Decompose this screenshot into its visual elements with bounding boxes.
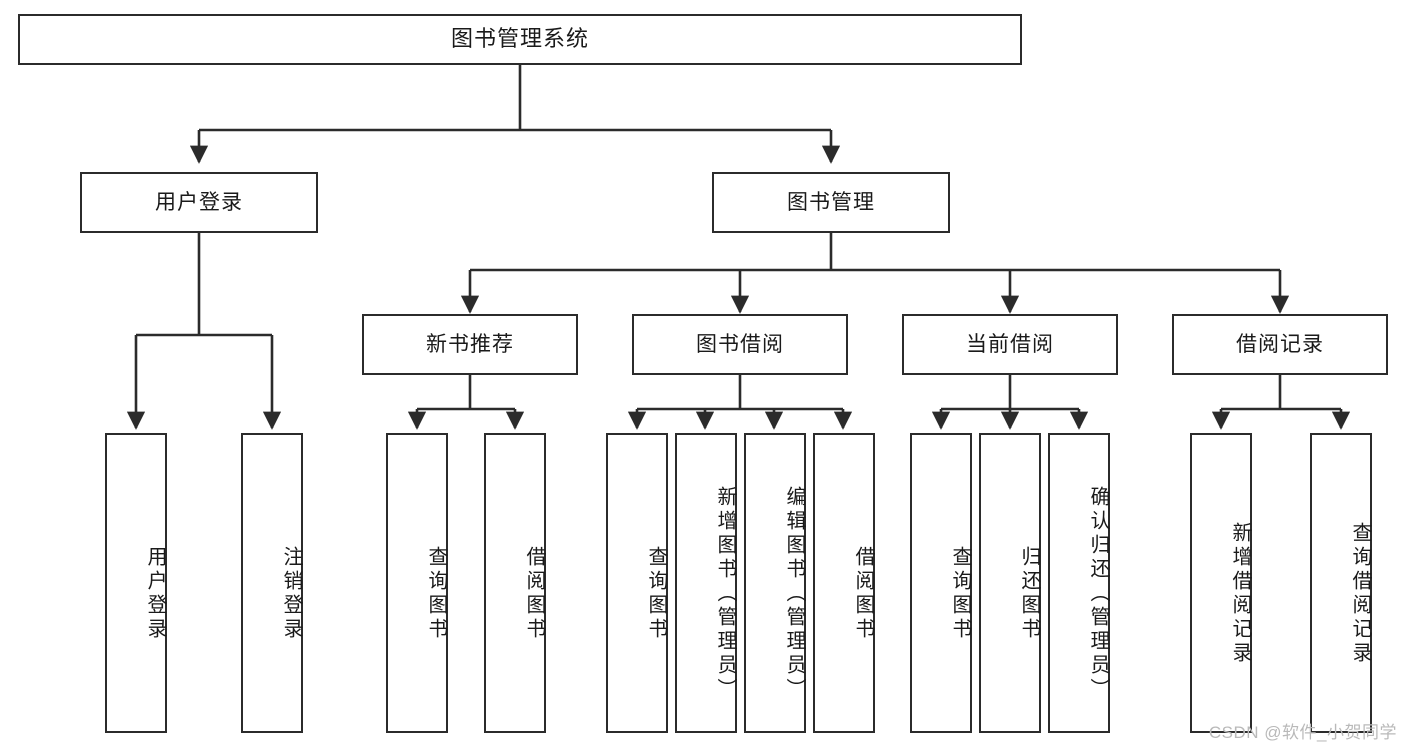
- leaf-borrow-add-book-admin[interactable]: 新增图书（管理员）: [675, 433, 737, 733]
- node-label: 新书推荐: [426, 332, 514, 356]
- node-label: 图书管理系统: [450, 26, 589, 52]
- node-user-login[interactable]: 用户登录: [80, 172, 318, 233]
- leaf-current-confirm-return-admin[interactable]: 确认归还（管理员）: [1048, 433, 1110, 733]
- leaf-recommend-borrow-book[interactable]: 借阅图书: [484, 433, 546, 733]
- node-label: 新增图书（管理员）: [714, 486, 736, 702]
- node-label: 借阅图书: [852, 546, 874, 642]
- leaf-current-query-book[interactable]: 查询图书: [910, 433, 972, 733]
- node-borrow-record[interactable]: 借阅记录: [1172, 314, 1388, 375]
- leaf-user-login-signout[interactable]: 注销登录: [241, 433, 303, 733]
- node-label: 用户登录: [144, 546, 166, 642]
- node-label: 确认归还（管理员）: [1087, 486, 1109, 702]
- leaf-record-query-record[interactable]: 查询借阅记录: [1310, 433, 1372, 733]
- node-label: 新增借阅记录: [1229, 522, 1251, 666]
- node-label: 借阅图书: [523, 546, 545, 642]
- leaf-borrow-borrow-book[interactable]: 借阅图书: [813, 433, 875, 733]
- leaf-recommend-query-book[interactable]: 查询图书: [386, 433, 448, 733]
- node-label: 查询借阅记录: [1349, 522, 1371, 666]
- node-label: 借阅记录: [1236, 332, 1324, 356]
- node-book-borrow[interactable]: 图书借阅: [632, 314, 848, 375]
- leaf-user-login-signin[interactable]: 用户登录: [105, 433, 167, 733]
- csdn-watermark: CSDN @软件_小贺同学: [1208, 723, 1397, 742]
- node-label: 查询图书: [949, 546, 971, 642]
- node-root-system[interactable]: 图书管理系统: [18, 14, 1022, 65]
- node-current-borrow[interactable]: 当前借阅: [902, 314, 1118, 375]
- leaf-record-add-record[interactable]: 新增借阅记录: [1190, 433, 1252, 733]
- node-label: 编辑图书（管理员）: [783, 486, 805, 702]
- leaf-borrow-query-book[interactable]: 查询图书: [606, 433, 668, 733]
- node-label: 用户登录: [155, 190, 243, 214]
- node-label: 归还图书: [1018, 546, 1040, 642]
- node-label: 查询图书: [425, 546, 447, 642]
- node-label: 当前借阅: [966, 332, 1054, 356]
- node-label: 图书借阅: [696, 332, 784, 356]
- node-new-book-recommend[interactable]: 新书推荐: [362, 314, 578, 375]
- node-label: 查询图书: [645, 546, 667, 642]
- leaf-borrow-edit-book-admin[interactable]: 编辑图书（管理员）: [744, 433, 806, 733]
- leaf-current-return-book[interactable]: 归还图书: [979, 433, 1041, 733]
- node-label: 注销登录: [280, 546, 302, 642]
- node-book-management[interactable]: 图书管理: [712, 172, 950, 233]
- node-label: 图书管理: [787, 190, 875, 214]
